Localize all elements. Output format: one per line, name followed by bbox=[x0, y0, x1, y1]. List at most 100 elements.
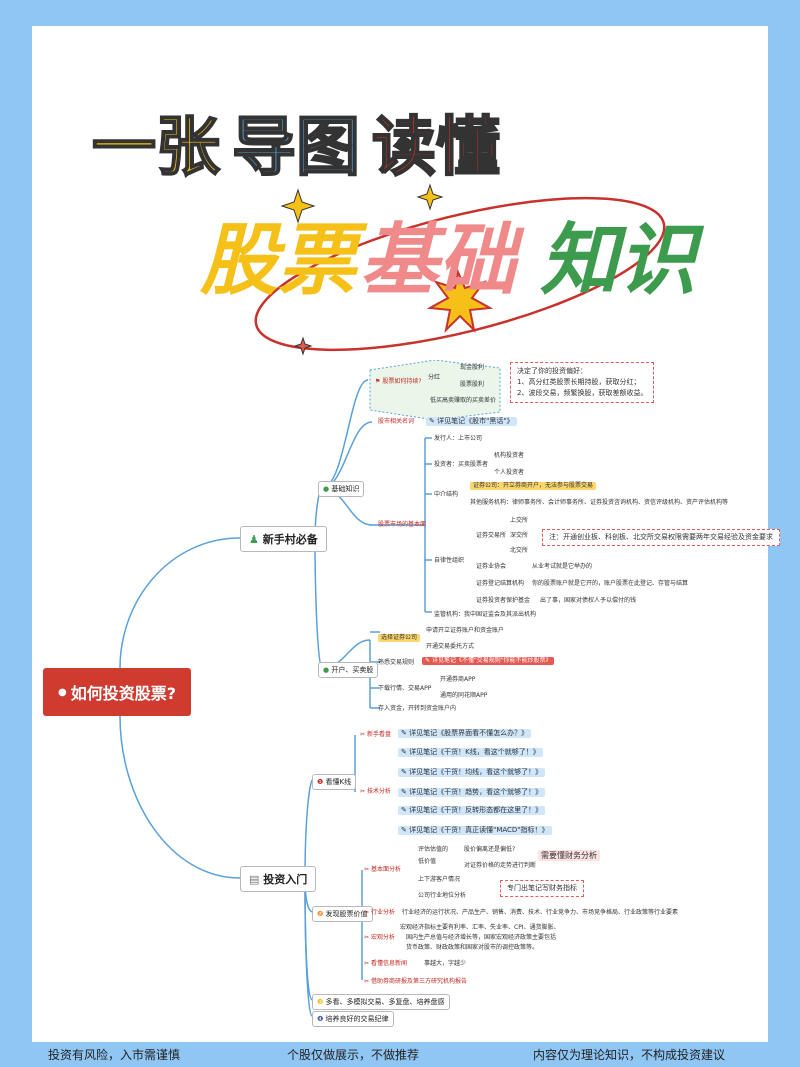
depository: 证券登记结算机构 bbox=[476, 580, 525, 587]
title-part-3: 读懂 bbox=[371, 111, 501, 185]
number-3-icon: ❸ bbox=[317, 998, 324, 1006]
intermediary: 中介结构 bbox=[434, 491, 459, 498]
sparkle-icon bbox=[280, 188, 316, 224]
node-account[interactable]: ● 开户、买卖股 bbox=[318, 662, 379, 678]
piggy-icon: ● bbox=[57, 686, 67, 698]
pencil-icon: ✎ bbox=[401, 826, 407, 834]
number-4-icon: ❹ bbox=[317, 1015, 324, 1023]
why-hold-label: 股票如何持续? bbox=[382, 378, 422, 385]
news-label: 看懂信息新闻 bbox=[370, 960, 407, 967]
flag-icon: ⚑ bbox=[375, 378, 381, 385]
macro-label: 宏观分析 bbox=[370, 934, 395, 941]
node-habit-label: 培养良好的交易纪律 bbox=[325, 1015, 389, 1023]
pencil-icon: ✎ bbox=[401, 806, 407, 814]
branch-intro-label: 投资入门 bbox=[263, 873, 308, 886]
need-finance: 需要懂财务分析 bbox=[538, 850, 600, 861]
node-strategy[interactable]: ❸ 多看、多模拟交易、多复盘、培养盘感 bbox=[312, 994, 450, 1010]
tool-icon: ✂ bbox=[360, 788, 366, 795]
tech-note-5-label: 详见笔记《干货！真正读懂"MACD"指标！》 bbox=[409, 826, 549, 834]
enable-trading: 开通交易委托方式 bbox=[426, 643, 475, 650]
node-value[interactable]: ❷ 发现股票价值 bbox=[312, 906, 373, 922]
tech-note-3[interactable]: ✎ 详见笔记《干货！趋势，看这个就够了！》 bbox=[398, 788, 546, 797]
industry-label: 行业分析 bbox=[370, 909, 395, 916]
subtitle-part-3: 知识 bbox=[540, 216, 697, 306]
deposit-funds: 存入资金，开转到资金账户内 bbox=[378, 705, 457, 712]
node-habit[interactable]: ❹ 培养良好的交易纪律 bbox=[312, 1011, 394, 1027]
node-value-label: 发现股票价值 bbox=[325, 910, 368, 918]
note-line-2: 1、高分红类股票长期持股，获取分红； bbox=[517, 378, 641, 386]
assoc-detail: 从业考试就是它举办的 bbox=[532, 563, 593, 570]
pencil-icon: ✎ bbox=[429, 417, 435, 425]
novice-note[interactable]: ✎ 详见笔记《股票界面看不懂怎么办？》 bbox=[398, 729, 532, 738]
node-kline[interactable]: ❶ 看懂K线 bbox=[312, 774, 357, 790]
number-2-icon: ❷ bbox=[317, 910, 324, 918]
macro-detail-1: 宏观经济指标主要有利率、汇率、失业率、CPI、通货膨胀、 bbox=[400, 924, 560, 931]
broker: 证券公司：开立券商开户，无法参与股票交易 bbox=[470, 482, 597, 490]
tech-note-4[interactable]: ✎ 详见笔记《干货！反转形态都在这里了！》 bbox=[398, 806, 546, 815]
exchange-bj: 北交所 bbox=[510, 547, 529, 554]
branch-newbie-label: 新手村必备 bbox=[262, 533, 318, 546]
fund-position: 公司行业地位分析 bbox=[418, 892, 467, 899]
other-services: 其他服务机构：律师事务所、会计师事务所、证券投资咨询机构、资信评级机构、资产评估… bbox=[470, 499, 729, 506]
reports-label: 借助券商研报及第三方研究机构报告 bbox=[370, 978, 467, 985]
choose-broker: 选择证券公司 bbox=[378, 634, 421, 642]
star-burst-icon bbox=[426, 268, 494, 334]
self-reg: 自律性组织 bbox=[434, 557, 465, 564]
trading-rules: 熟悉交易规则 bbox=[378, 659, 415, 666]
note-preference: 决定了你的投资偏好： 1、高分红类股票长期持股，获取分红； 2、波段交易，频繁换… bbox=[510, 362, 655, 403]
rules-note-label: 详见笔记《不懂"交易规则"你能不能炒股票》 bbox=[431, 657, 552, 664]
node-basic[interactable]: ● 基础知识 bbox=[318, 481, 365, 497]
tech-note-2[interactable]: ✎ 详见笔记《干货！均线，看这个就够了！》 bbox=[398, 768, 546, 777]
fund-eval: 评估估值的 bbox=[418, 846, 449, 853]
node-strategy-label: 多看、多模拟交易、多复盘、培养盘感 bbox=[325, 998, 445, 1006]
tech-note-5[interactable]: ✎ 详见笔记《干货！真正读懂"MACD"指标！》 bbox=[398, 826, 552, 835]
tech-analysis: ✂ 技术分析 bbox=[360, 788, 391, 796]
number-1-icon: ❶ bbox=[317, 778, 324, 786]
tech-note-1[interactable]: ✎ 详见笔记《干货！K线，看这个就够了！》 bbox=[398, 748, 543, 757]
stock-dividend: 股票股利 bbox=[460, 381, 485, 388]
depository-detail: 你的股票账户就是它开的，账户股票在此登记、存管与结算 bbox=[532, 580, 689, 587]
inst-investors: 机构投资者 bbox=[494, 452, 525, 459]
people-icon: ♟ bbox=[249, 533, 259, 546]
pencil-icon: ✎ bbox=[401, 768, 407, 776]
exchange-sh: 上交所 bbox=[510, 517, 529, 524]
exchanges: 证券交易所 bbox=[476, 532, 507, 539]
industry-detail: 行业经济的运行状况、产品生产、销售、消费、技术、行业竞争力、市场竞争格局、行业政… bbox=[402, 909, 679, 916]
tool-icon: ✂ bbox=[364, 866, 370, 873]
pencil-icon: ✎ bbox=[401, 748, 407, 756]
pin-icon: ● bbox=[323, 485, 330, 493]
why-hold: ⚑ 股票如何持续? bbox=[375, 378, 422, 386]
footer-display: 个股仅做展示，不做推荐 bbox=[287, 1048, 420, 1062]
indiv-investors: 个人投资者 bbox=[494, 469, 525, 476]
fundamental: ✂ 基本面分析 bbox=[364, 866, 401, 874]
price-diff: 低买高卖赚取的买卖差价 bbox=[430, 397, 497, 404]
branch-newbie[interactable]: ♟ 新手村必备 bbox=[240, 526, 327, 552]
tool-icon: ✂ bbox=[364, 978, 370, 985]
tool-icon: ✂ bbox=[364, 934, 370, 941]
pencil-icon: ✎ bbox=[425, 657, 431, 664]
macro: ✂ 宏观分析 bbox=[364, 934, 395, 942]
ths-app: 通用的同花顺APP bbox=[440, 692, 488, 699]
exchange-sz: 深交所 bbox=[510, 532, 529, 539]
fund-price: 股价偏离还是偏低? bbox=[464, 846, 516, 853]
sparkle-icon bbox=[416, 183, 444, 211]
footer-risk: 投资有风险，入市需谨慎 bbox=[48, 1048, 181, 1062]
news-detail: 事越大，字越少 bbox=[424, 960, 467, 967]
regulator: 监管机构：我中国证监会及其派出机构 bbox=[434, 611, 537, 618]
novice-watch-label: 新手看盘 bbox=[366, 731, 391, 738]
novice-watch: ✂ 新手看盘 bbox=[360, 731, 391, 739]
pencil-icon: ✎ bbox=[401, 788, 407, 796]
fundamental-label: 基本面分析 bbox=[370, 866, 401, 873]
terms-note[interactable]: ✎ 详见笔记《股市"黑话"》 bbox=[426, 417, 517, 426]
subtitle-part-1: 股票 bbox=[200, 216, 357, 306]
note-line-3: 2、波段交易，频繁换股，获取差额收益。 bbox=[517, 389, 648, 397]
novice-note-label: 详见笔记《股票界面看不懂怎么办？》 bbox=[409, 729, 529, 737]
node-kline-label: 看懂K线 bbox=[325, 778, 352, 786]
rules-note[interactable]: ✎ 详见笔记《不懂"交易规则"你能不能炒股票》 bbox=[422, 657, 555, 665]
industry: ✂ 行业分析 bbox=[364, 909, 395, 917]
fund-chain: 上下游客户情况 bbox=[418, 876, 461, 883]
root-node[interactable]: ● 如何投资股票? bbox=[43, 668, 191, 716]
branch-intro[interactable]: ▤ 投资入门 bbox=[240, 866, 317, 892]
sparkle-icon bbox=[293, 336, 313, 356]
note-exchange: 注：开通创业板、科创板、北交所交易权限需要两年交易经验及资金要求 bbox=[542, 529, 780, 546]
